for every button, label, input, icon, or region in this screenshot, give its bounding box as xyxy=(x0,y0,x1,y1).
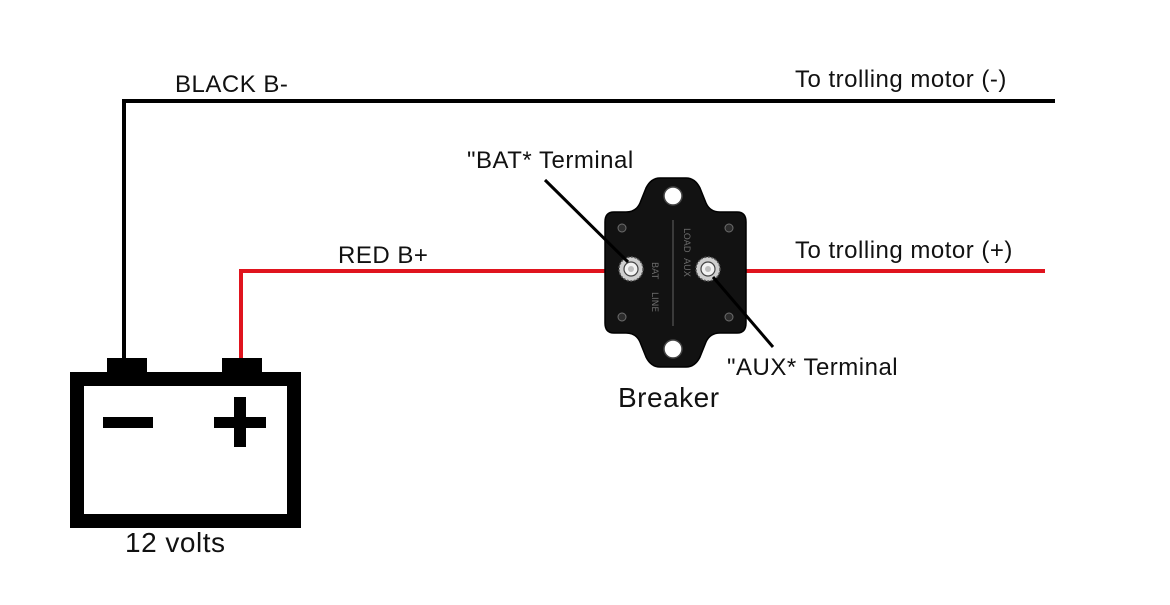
breaker-label: Breaker xyxy=(618,382,720,413)
breaker-marking-load: LOAD xyxy=(681,228,691,253)
aux-terminal-leader xyxy=(711,276,775,348)
breaker-mount-hole-bottom xyxy=(663,339,683,359)
battery-minus-sign xyxy=(103,417,153,428)
motor-positive-label: To trolling motor (+) xyxy=(795,237,1013,264)
black-negative-wire xyxy=(122,99,1055,362)
battery-plus-vertical xyxy=(234,397,246,447)
breaker-marking-bat: BAT xyxy=(649,262,659,280)
breaker-body xyxy=(604,177,747,368)
bat-terminal xyxy=(618,256,644,282)
red-positive-wire xyxy=(239,269,631,362)
circuit-breaker-icon: BAT LINE LOAD AUX xyxy=(604,177,747,368)
breaker-mount-hole-top xyxy=(663,186,683,206)
battery-body xyxy=(70,372,301,528)
bat-terminal-label: "BAT* Terminal xyxy=(467,147,634,174)
black-wire-label: BLACK B- xyxy=(175,71,289,98)
bat-terminal-leader xyxy=(543,178,630,264)
motor-negative-label: To trolling motor (-) xyxy=(795,66,1007,93)
battery-voltage-label: 12 volts xyxy=(125,527,226,558)
red-wire-label: RED B+ xyxy=(338,242,429,269)
aux-terminal xyxy=(695,256,721,282)
breaker-screws xyxy=(617,223,734,322)
battery-icon xyxy=(70,358,301,528)
breaker-marking-aux: AUX xyxy=(681,258,691,277)
breaker-marking-line: LINE xyxy=(649,292,659,312)
aux-terminal-label: "AUX* Terminal xyxy=(727,354,899,381)
